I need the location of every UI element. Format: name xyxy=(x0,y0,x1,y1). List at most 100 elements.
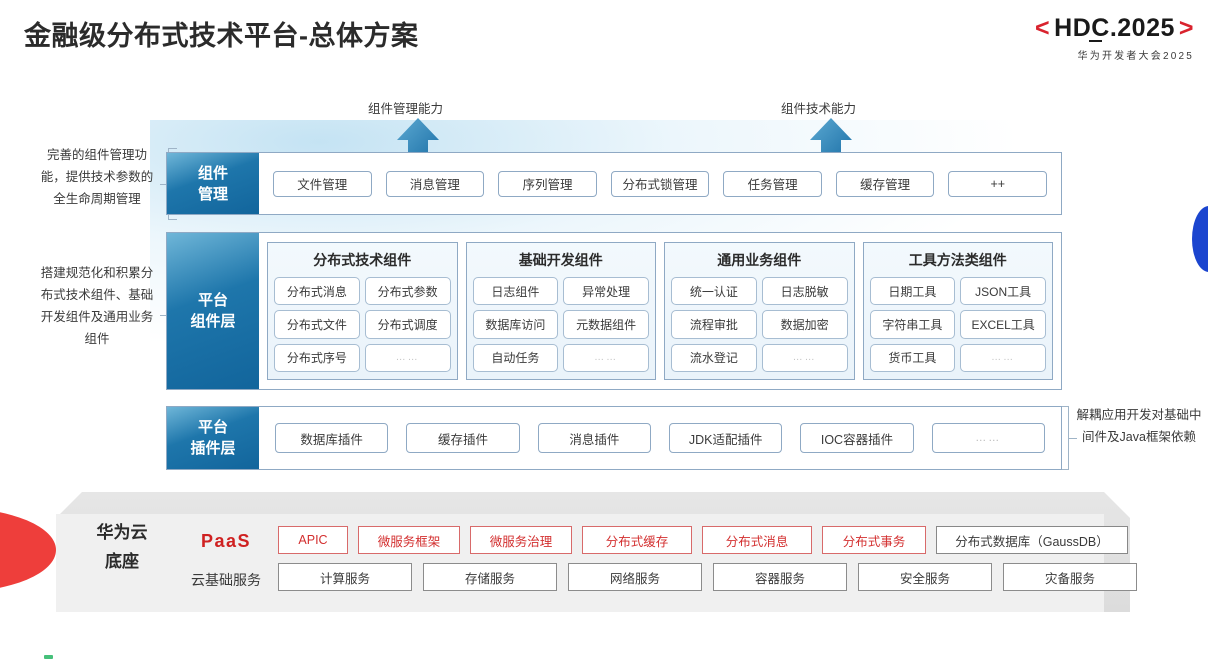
cell-more-dots[interactable]: …… xyxy=(761,343,848,372)
cell-distributed-file[interactable]: 分布式文件 xyxy=(274,310,360,339)
layer-body-component-management: 文件管理 消息管理 序列管理 分布式锁管理 任务管理 缓存管理 ++ xyxy=(259,153,1061,214)
layer-platform-plugin: 平台 插件层 数据库插件 缓存插件 消息插件 JDK适配插件 IOC容器插件 …… xyxy=(166,406,1062,470)
base-chip-microservice-framework[interactable]: 微服务框架 xyxy=(358,526,460,554)
cell-db-access[interactable]: 数据库访问 xyxy=(472,310,559,339)
base-chip-distributed-transaction[interactable]: 分布式事务 xyxy=(822,526,926,554)
base-category-cloud-services: 云基础服务 xyxy=(191,572,261,588)
side-note-component-management: 完善的组件管理功能，提供技术参数的全生命周期管理 xyxy=(40,148,154,206)
base-chip-distributed-message[interactable]: 分布式消息 xyxy=(702,526,812,554)
cell-exception-handling[interactable]: 异常处理 xyxy=(563,277,649,306)
group-grid: 统一认证 日志脱敏 流程审批 数据加密 流水登记 …… xyxy=(671,277,848,372)
chip-message-plugin[interactable]: 消息插件 xyxy=(537,423,651,453)
chip-more-plus[interactable]: ++ xyxy=(948,170,1048,197)
logo-text: HDC.2025 xyxy=(1054,14,1175,42)
chip-task-management[interactable]: 任务管理 xyxy=(723,170,822,197)
layer-label-line2: 插件层 xyxy=(190,440,236,457)
cell-distributed-param[interactable]: 分布式参数 xyxy=(364,277,451,306)
base-title-line2: 底座 xyxy=(105,552,139,571)
logo-bracket-right-icon: > xyxy=(1178,14,1194,42)
layer-label-line1: 组件 xyxy=(197,164,228,182)
chip-file-management[interactable]: 文件管理 xyxy=(273,170,372,197)
group-title: 工具方法类组件 xyxy=(908,252,1007,268)
bracket-right-plugin xyxy=(1060,406,1077,470)
base-chip-distributed-database[interactable]: 分布式数据库（GaussDB） xyxy=(936,526,1128,554)
layer-label-line2: 管理 xyxy=(197,185,228,203)
base-chip-compute-service[interactable]: 计算服务 xyxy=(278,563,412,591)
layer-body-platform-plugin: 数据库插件 缓存插件 消息插件 JDK适配插件 IOC容器插件 …… xyxy=(259,407,1061,469)
side-note-plugin-layer: 解耦应用开发对基础中间件及Java框架依赖 xyxy=(1076,408,1202,444)
chip-jdk-adapter-plugin[interactable]: JDK适配插件 xyxy=(668,423,783,453)
chip-message-management[interactable]: 消息管理 xyxy=(385,170,485,197)
side-note-platform-component: 搭建规范化和积累分布式技术组件、基础开发组件及通用业务组件 xyxy=(40,266,154,346)
cell-string-tool[interactable]: 字符串工具 xyxy=(869,310,956,339)
layer-label-platform-component: 平台 组件层 xyxy=(167,233,259,389)
cell-excel-tool[interactable]: EXCEL工具 xyxy=(960,310,1046,339)
cell-more-dots[interactable]: …… xyxy=(960,343,1046,372)
chip-cache-plugin[interactable]: 缓存插件 xyxy=(406,423,520,453)
cell-date-tool[interactable]: 日期工具 xyxy=(869,277,956,306)
cell-more-dots[interactable]: …… xyxy=(364,343,451,372)
cell-json-tool[interactable]: JSON工具 xyxy=(960,277,1046,306)
cell-distributed-sequence[interactable]: 分布式序号 xyxy=(274,343,360,372)
cell-data-encryption[interactable]: 数据加密 xyxy=(761,310,848,339)
base-chip-distributed-cache[interactable]: 分布式缓存 xyxy=(582,526,692,554)
base-chip-apic[interactable]: APIC xyxy=(278,526,348,554)
group-basic-dev-components: 基础开发组件 日志组件 异常处理 数据库访问 元数据组件 自动任务 …… xyxy=(465,242,656,380)
group-title: 通用业务组件 xyxy=(717,252,802,268)
cell-unified-auth[interactable]: 统一认证 xyxy=(671,277,757,306)
layer-component-management: 组件 管理 文件管理 消息管理 序列管理 分布式锁管理 任务管理 缓存管理 ++ xyxy=(166,152,1062,215)
chip-database-plugin[interactable]: 数据库插件 xyxy=(275,423,389,453)
cell-log-masking[interactable]: 日志脱敏 xyxy=(761,277,848,306)
group-grid: 日期工具 JSON工具 字符串工具 EXCEL工具 货币工具 …… xyxy=(869,277,1046,372)
cell-currency-tool[interactable]: 货币工具 xyxy=(869,343,956,372)
cell-distributed-message[interactable]: 分布式消息 xyxy=(274,277,360,306)
layer-body-platform-component: 分布式技术组件 分布式消息 分布式参数 分布式文件 分布式调度 分布式序号 ……… xyxy=(259,233,1061,389)
cell-metadata-component[interactable]: 元数据组件 xyxy=(563,310,649,339)
layer-platform-component: 平台 组件层 分布式技术组件 分布式消息 分布式参数 分布式文件 分布式调度 分… xyxy=(166,232,1062,390)
base-chip-storage-service[interactable]: 存储服务 xyxy=(423,563,557,591)
red-wedge-decoration xyxy=(0,508,56,592)
base-chip-network-service[interactable]: 网络服务 xyxy=(568,563,702,591)
hdc-logo: < HDC.2025 > 华为开发者大会2025 xyxy=(1035,14,1194,63)
arrow-label-component-technology: 组件技术能力 xyxy=(781,102,857,116)
layer-label-line1: 平台 xyxy=(197,292,228,309)
green-marker-decoration xyxy=(44,655,53,659)
base-chip-disaster-recovery-service[interactable]: 灾备服务 xyxy=(1003,563,1137,591)
chip-sequence-management[interactable]: 序列管理 xyxy=(498,170,597,197)
group-distributed-tech-components: 分布式技术组件 分布式消息 分布式参数 分布式文件 分布式调度 分布式序号 …… xyxy=(267,242,458,380)
layer-label-line2: 组件层 xyxy=(190,313,236,330)
group-title: 基础开发组件 xyxy=(518,252,603,268)
huawei-cloud-base: 华为云 底座 PaaS APIC 微服务框架 微服务治理 分布式缓存 分布式消息… xyxy=(56,492,1137,612)
cell-process-approval[interactable]: 流程审批 xyxy=(671,310,757,339)
base-title: 华为云 底座 xyxy=(74,518,170,576)
arrow-up-icon-component-management xyxy=(397,118,439,162)
chip-ioc-container-plugin[interactable]: IOC容器插件 xyxy=(800,423,914,453)
base-chip-security-service[interactable]: 安全服务 xyxy=(858,563,992,591)
base-title-line1: 华为云 xyxy=(96,523,148,542)
layer-label-platform-plugin: 平台 插件层 xyxy=(167,407,259,469)
chip-cache-management[interactable]: 缓存管理 xyxy=(835,170,935,197)
cell-auto-task[interactable]: 自动任务 xyxy=(472,343,559,372)
page-title: 金融级分布式技术平台-总体方案 xyxy=(24,21,419,51)
logo-bracket-left-icon: < xyxy=(1035,14,1051,42)
chip-more-dots[interactable]: …… xyxy=(931,423,1045,453)
blue-blob-decoration xyxy=(1192,206,1208,272)
group-common-business-components: 通用业务组件 统一认证 日志脱敏 流程审批 数据加密 流水登记 …… xyxy=(664,242,855,380)
base-chip-container-service[interactable]: 容器服务 xyxy=(713,563,847,591)
group-grid: 分布式消息 分布式参数 分布式文件 分布式调度 分布式序号 …… xyxy=(274,277,451,372)
group-grid: 日志组件 异常处理 数据库访问 元数据组件 自动任务 …… xyxy=(472,277,649,372)
base-category-paas: PaaS xyxy=(200,531,252,551)
base-row-cloud-services: 计算服务 存储服务 网络服务 容器服务 安全服务 灾备服务 xyxy=(278,563,1137,591)
cell-more-dots[interactable]: …… xyxy=(563,343,649,372)
base-chip-microservice-governance[interactable]: 微服务治理 xyxy=(470,526,572,554)
layer-label-component-management: 组件 管理 xyxy=(167,153,259,214)
logo-subtitle: 华为开发者大会2025 xyxy=(1077,51,1194,62)
group-tool-method-components: 工具方法类组件 日期工具 JSON工具 字符串工具 EXCEL工具 货币工具 …… xyxy=(862,242,1053,380)
arrow-up-icon-component-technology xyxy=(810,118,852,162)
chip-distributed-lock-management[interactable]: 分布式锁管理 xyxy=(610,170,710,197)
cell-transaction-record[interactable]: 流水登记 xyxy=(671,343,757,372)
arrow-label-component-management: 组件管理能力 xyxy=(368,102,444,116)
cell-log-component[interactable]: 日志组件 xyxy=(472,277,559,306)
cell-distributed-schedule[interactable]: 分布式调度 xyxy=(364,310,451,339)
